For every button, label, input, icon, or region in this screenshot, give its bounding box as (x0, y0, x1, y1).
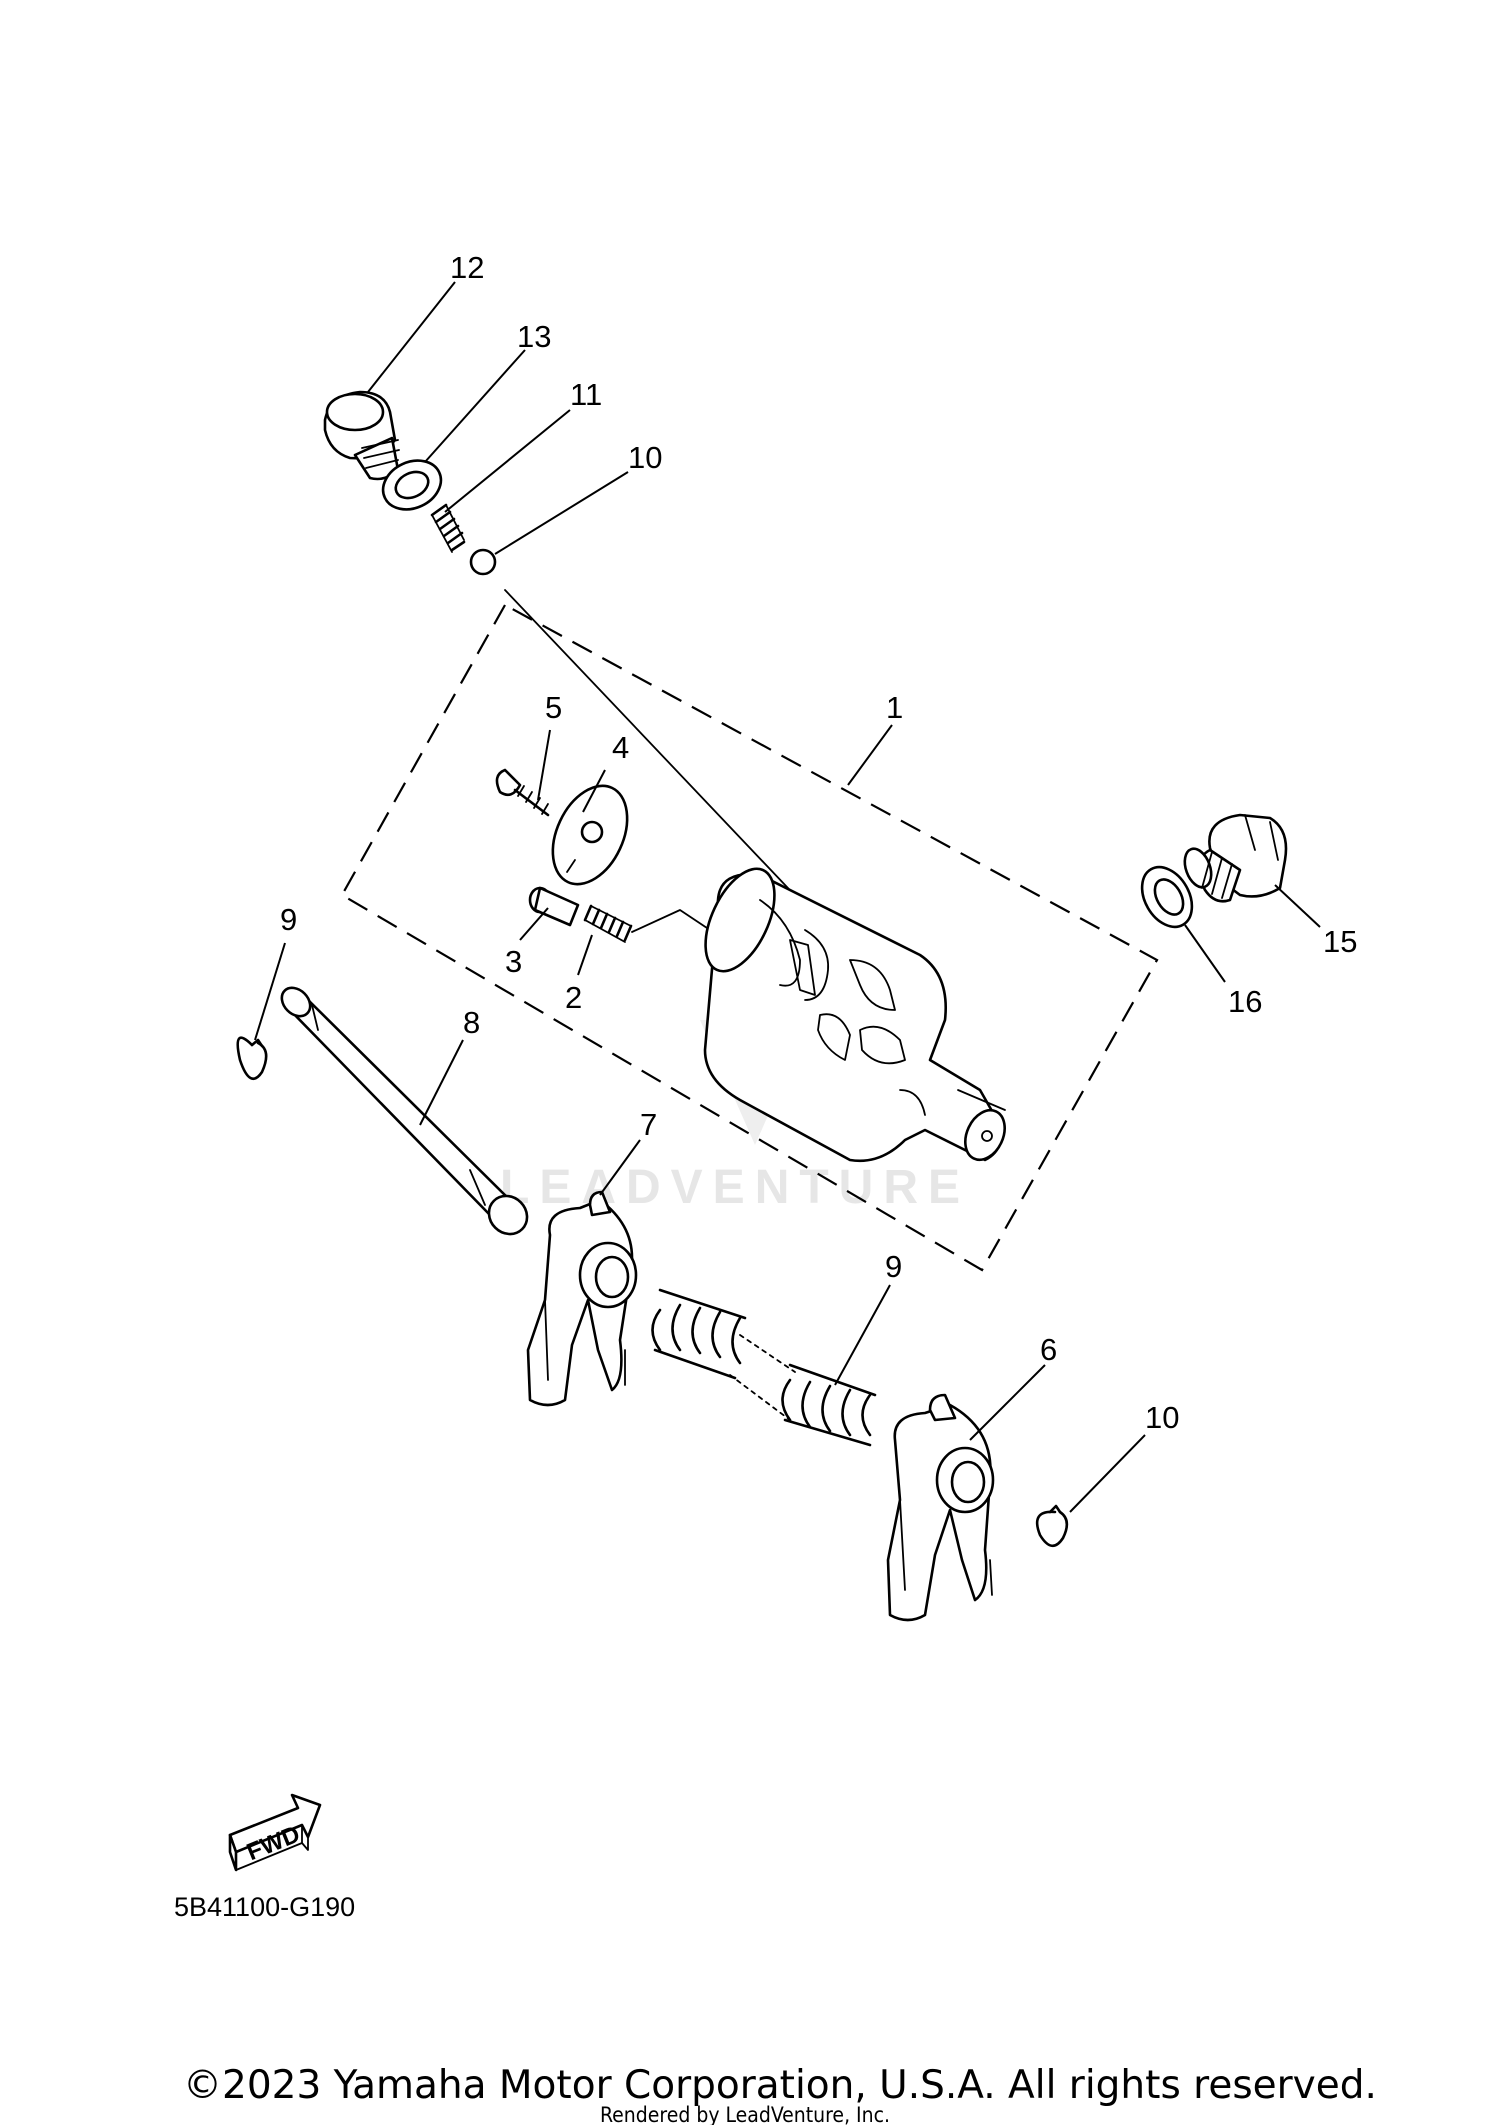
part-4-plate[interactable] (538, 774, 642, 896)
part-5-screw[interactable] (495, 768, 550, 817)
watermark-text: LEADVENTURE (500, 1161, 970, 1214)
part-11-ball[interactable] (469, 548, 497, 576)
callout-8: 8 (463, 1005, 480, 1040)
part-6-shift-fork[interactable] (886, 1393, 995, 1622)
callout-5: 5 (545, 690, 562, 725)
callout-11: 10 (628, 440, 662, 475)
drawing-code: 5B41100-G190 (174, 1892, 355, 1922)
part-3-pin[interactable] (528, 886, 580, 927)
callout-3: 3 (505, 944, 522, 979)
fwd-arrow-icon: FWD (228, 1793, 322, 1872)
part-9-springs[interactable] (651, 1288, 877, 1447)
callout-13: 12 (450, 250, 484, 285)
part-7-shift-fork[interactable] (526, 1190, 638, 1407)
callout-10-right: 10 (1145, 1400, 1179, 1435)
callout-10-left: 9 (280, 902, 297, 937)
part-10-circlip-right[interactable] (1035, 1504, 1069, 1548)
part-15-plug-bolt[interactable] (1180, 813, 1288, 903)
callout-9: 9 (885, 1249, 902, 1284)
assembly-outline (340, 604, 1159, 1272)
callout-16: 16 (1228, 984, 1262, 1019)
part-16-washer[interactable] (1132, 858, 1202, 935)
part-8-guide-bar[interactable] (276, 982, 535, 1242)
callout-4: 4 (612, 730, 629, 765)
callout-1: 1 (886, 690, 903, 725)
callout-14: 13 (517, 319, 551, 354)
part-14-washer[interactable] (375, 451, 449, 518)
callout-numbers: 12 13 11 10 1 5 4 3 2 9 8 7 9 6 10 15 16 (280, 250, 1357, 1435)
callout-12: 11 (570, 377, 602, 412)
copyright-text: ©2023 Yamaha Motor Corporation, U.S.A. A… (183, 2063, 1377, 2108)
part-1-shift-drum[interactable] (691, 858, 1012, 1166)
part-13-plug-bolt[interactable] (323, 390, 400, 481)
callout-15: 15 (1323, 924, 1357, 959)
part-2-spring[interactable] (583, 904, 711, 943)
leader-lines (254, 281, 1321, 1513)
callout-6: 6 (1040, 1332, 1057, 1367)
part-10-circlip-left[interactable] (236, 1036, 268, 1081)
callout-7: 7 (640, 1107, 657, 1142)
rendered-by-text: Rendered by LeadVenture, Inc. (600, 2103, 890, 2125)
callout-2: 2 (565, 980, 582, 1015)
part-12-spring[interactable] (430, 503, 466, 553)
